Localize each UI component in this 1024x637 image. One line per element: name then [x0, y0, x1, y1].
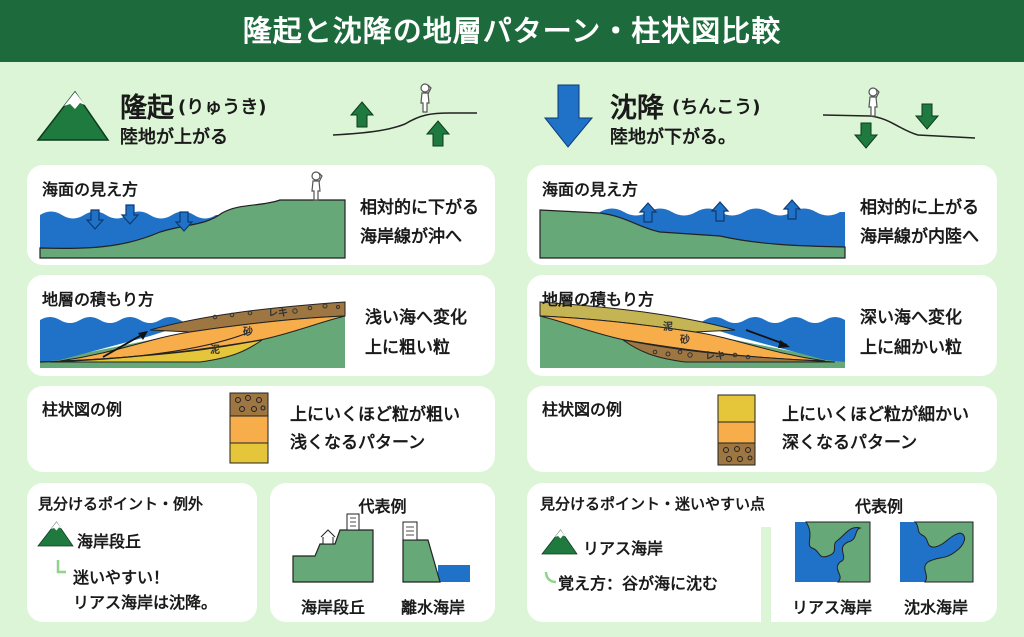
- section-heading: 代表例: [855, 497, 904, 516]
- section-heading: 海面の見え方: [542, 180, 639, 199]
- terrace-illustration: [292, 513, 374, 583]
- description: 上にいくほど粒が粗い: [290, 405, 460, 425]
- description: 浅くなるパターン: [290, 433, 426, 453]
- description: 深い海へ変化: [860, 308, 962, 328]
- section-heading: 見分けるポイント・例外: [38, 495, 204, 513]
- point-item: 海岸段丘: [77, 532, 142, 551]
- description: 相対的に下がる: [360, 198, 479, 218]
- description: 深くなるパターン: [782, 433, 918, 453]
- card-divider: [761, 527, 771, 622]
- note: リアス海岸は沈降。: [73, 593, 218, 612]
- uplift-points-card: [27, 483, 257, 622]
- section-heading: 地層の積もり方: [42, 290, 155, 309]
- uplift-reading: (りゅうき): [178, 97, 267, 118]
- subsidence-column-chart: [717, 394, 756, 466]
- uplift-strata-diagram: [39, 301, 346, 369]
- subsidence-diagram: [822, 87, 976, 149]
- subsidence-reading: (ちんこう): [672, 97, 761, 118]
- layer-label-mud: 泥: [210, 345, 220, 356]
- down-arrow-icon: [543, 84, 594, 148]
- up-arrow-icon: [426, 120, 450, 147]
- uplift-examples-card: [270, 483, 495, 622]
- description: 海岸線が内陸へ: [860, 227, 979, 247]
- layer-label-sand: 砂: [680, 335, 690, 346]
- mountain-icon: [37, 521, 74, 547]
- description: 海岸線が沖へ: [360, 227, 462, 247]
- emerged-coast-illustration: [402, 521, 470, 583]
- description: 浅い海へ変化: [365, 308, 467, 328]
- uplift-column-chart: [229, 392, 269, 464]
- example-label: リアス海岸: [791, 598, 872, 617]
- section-heading: 海面の見え方: [42, 180, 139, 199]
- section-heading: 地層の積もり方: [542, 290, 655, 309]
- layer-label-gravel: レキ: [268, 308, 288, 319]
- section-heading: 柱状図の例: [542, 400, 623, 419]
- example-label: 海岸段丘: [300, 598, 365, 617]
- section-heading: 柱状図の例: [42, 400, 123, 419]
- branch-arrow-icon: [544, 571, 557, 584]
- page-title: 隆起と沈降の地層パターン・柱状図比較: [0, 0, 1024, 62]
- person-icon: [868, 87, 880, 117]
- mountain-icon: [541, 529, 578, 555]
- subsidence-strata-diagram: [539, 301, 845, 368]
- description: 相対的に上がる: [860, 198, 979, 218]
- branch-arrow-icon: [56, 560, 66, 574]
- layer-label-mud: 泥: [663, 322, 673, 333]
- down-arrow-icon: [915, 103, 939, 130]
- uplift-sea-diagram: [39, 171, 346, 259]
- description: 上にいくほど粒が細かい: [782, 405, 969, 425]
- section-heading: 代表例: [358, 497, 407, 516]
- description: 上に細かい粒: [860, 338, 962, 358]
- uplift-diagram: [332, 83, 477, 147]
- subsidence-sea-diagram: [539, 199, 846, 259]
- point-item: リアス海岸: [583, 539, 664, 558]
- ria-coast-map: [795, 521, 871, 583]
- subsidence-title: 沈降: [610, 93, 664, 124]
- description: 上に粗い粒: [365, 338, 450, 358]
- drowned-coast-map: [900, 521, 974, 583]
- layer-label-gravel: レキ: [705, 351, 725, 362]
- person-icon: [420, 83, 432, 113]
- example-label: 沈水海岸: [903, 598, 968, 617]
- down-arrow-icon: [854, 122, 878, 149]
- note: 迷いやすい！: [73, 568, 170, 587]
- mountain-icon: [37, 91, 109, 141]
- up-arrow-icon: [350, 101, 374, 128]
- subsidence-subtitle: 陸地が下がる。: [610, 127, 736, 148]
- section-heading: 見分けるポイント・迷いやすい点: [540, 495, 766, 513]
- subsidence-column-card: [527, 386, 997, 472]
- note: 覚え方：谷が海に沈む: [558, 574, 719, 593]
- uplift-title: 隆起: [120, 93, 174, 124]
- person-icon: [311, 171, 323, 201]
- uplift-subtitle: 陸地が上がる: [120, 127, 228, 148]
- example-label: 離水海岸: [400, 598, 465, 617]
- layer-label-sand: 砂: [243, 327, 253, 338]
